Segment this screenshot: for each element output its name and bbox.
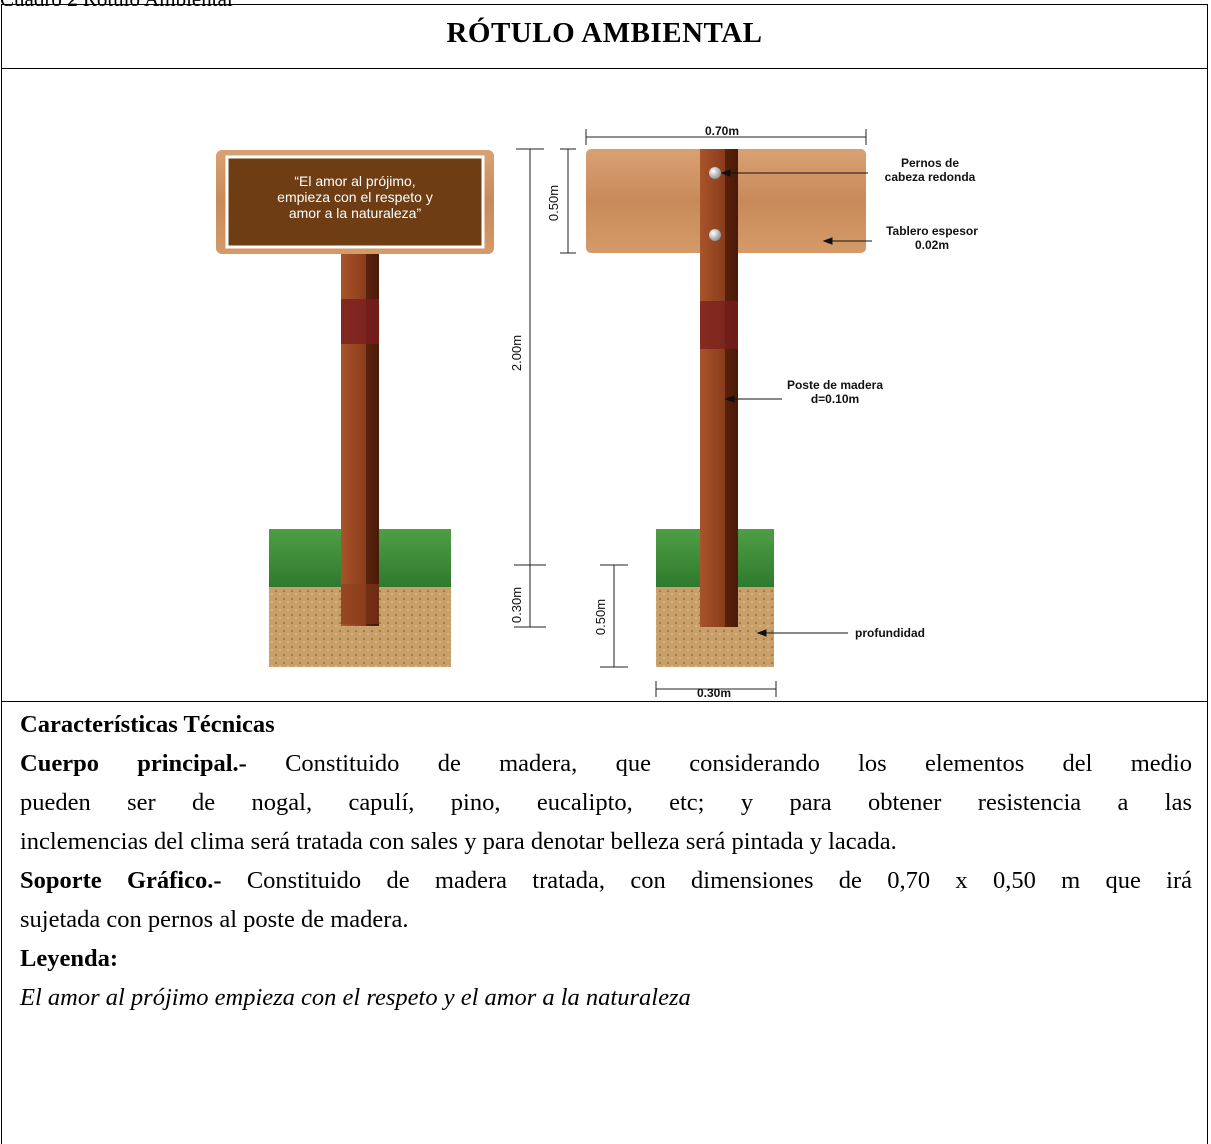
paragraph-body-line-1: Cuerpo principal.- Constituido de madera… [20,744,1192,783]
paragraph-body-text-1: Constituido de madera, que considerando … [246,750,1192,777]
callout-arrows [720,169,872,637]
dim-board-height: 0.50m [546,185,561,221]
paragraph-body-line-3: inclemencias del clima será tratada con … [20,828,897,855]
callout-board-2: 0.02m [915,238,949,252]
callout-post-2: d=0.10m [811,392,859,406]
dim-base-width: 0.30m [697,686,731,699]
paragraph-graphic-line-1: Soporte Gráfico.- Constituido de madera … [20,861,1192,900]
title-divider [2,68,1207,69]
left-sign: “El amor al prójimo, empieza con el resp… [216,150,494,667]
section-heading: Características Técnicas [20,711,275,738]
table-title: RÓTULO AMBIENTAL [446,17,763,49]
left-sign-panel [225,155,485,249]
bolt-bottom [709,229,721,241]
callout-depth: profundidad [855,626,925,640]
caption-number: 2 [67,0,78,11]
paragraph-graphic-text-1: Constituido de madera tratada, con dimen… [221,867,1192,894]
table-frame: RÓTULO AMBIENTAL [1,4,1208,1144]
paragraph-body-line-2: pueden ser de nogal, capulí, pino, eucal… [20,789,1192,816]
left-post-buried [341,584,379,624]
sign-text-line-1: “El amor al prójimo, [294,173,415,189]
paragraph-body-label: Cuerpo principal.- [20,750,247,777]
callout-post-1: Poste de madera [787,378,883,392]
caption-text: Rótulo Ambiental [78,0,233,11]
dim-post-height: 2.00m [509,335,524,371]
dimension-lines [514,129,867,697]
sign-figure: “El amor al prójimo, empieza con el resp… [2,69,1207,700]
right-post [700,149,738,627]
callout-board-1: Tablero espesor [886,224,978,238]
dim-width-top: 0.70m [705,124,739,138]
dim-buried-left: 0.30m [509,587,524,623]
sign-text-line-3: amor a la naturaleza” [289,205,422,221]
dim-buried-right: 0.50m [593,599,608,635]
callout-bolts-1: Pernos de [901,156,959,170]
sign-text-line-2: empieza con el respeto y [277,189,433,205]
caption-prefix: Cuadro [0,0,67,11]
paragraph-graphic-label: Soporte Gráfico.- [20,867,222,894]
figure-divider [2,701,1207,702]
paragraph-graphic-line-2: sujetada con pernos al poste de madera. [20,906,409,933]
left-post-knot [341,299,379,344]
technical-characteristics: Características Técnicas Cuerpo principa… [20,705,1192,1017]
sign-drawing: “El amor al prójimo, empieza con el resp… [216,124,978,700]
right-post-knot [700,301,738,349]
legend-heading: Leyenda: [20,945,118,972]
table-caption: Cuadro 2 Rótulo Ambiental [0,0,233,10]
right-sign [586,149,866,667]
legend-text: El amor al prójimo empieza con el respet… [20,984,691,1011]
bolt-top [709,167,721,179]
callout-bolts-2: cabeza redonda [885,170,976,184]
